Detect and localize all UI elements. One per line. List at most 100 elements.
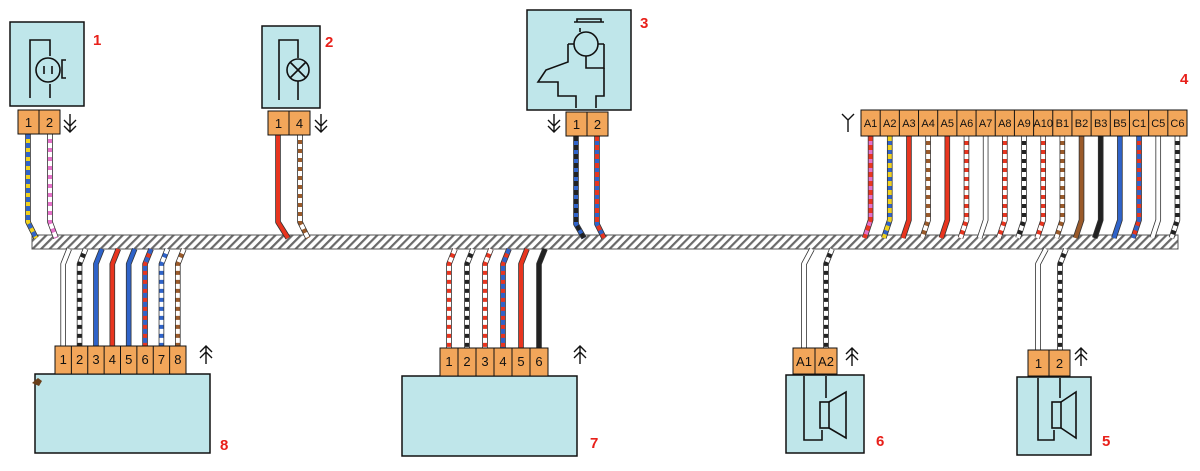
wire (1058, 248, 1068, 350)
wire (159, 248, 170, 346)
wire (1092, 136, 1103, 239)
shield-symbol (845, 347, 859, 366)
wire-stripe (465, 248, 475, 348)
component-5: 1 2 5 (1016, 347, 1110, 456)
wire-stripe (501, 248, 511, 348)
wire (595, 136, 606, 239)
component-3: 1 2 3 (526, 9, 648, 137)
wire (901, 136, 911, 239)
lamp-icon (278, 39, 310, 100)
component-8-number: 8 (220, 437, 228, 454)
pin-label: 3 (481, 354, 488, 369)
shield-symbol (573, 345, 587, 364)
wire (1150, 136, 1161, 239)
pin-label: 8 (174, 352, 181, 367)
wire-stripe (862, 136, 873, 239)
pin-label: 2 (76, 352, 83, 367)
wire (1169, 136, 1180, 239)
wire (126, 248, 137, 346)
pin-label: 1 (25, 115, 32, 130)
pin-label: B2 (1075, 118, 1088, 130)
pin-label: B3 (1094, 118, 1107, 130)
wire (1111, 136, 1122, 239)
wire-stripe (1035, 136, 1046, 239)
ground-symbol (63, 114, 77, 133)
pin-label: B1 (1056, 118, 1069, 130)
wire-stripe (824, 248, 834, 348)
pin-label: A8 (998, 118, 1011, 130)
pin-label: 6 (141, 352, 148, 367)
wire (77, 248, 88, 346)
wire (958, 136, 969, 239)
wire-stripe (574, 136, 586, 239)
pin-label: 1 (445, 354, 452, 369)
pin-label: 5 (517, 354, 524, 369)
wire-stripe (920, 136, 931, 239)
component-6-number: 6 (876, 433, 884, 450)
component-4-number: 4 (1180, 71, 1189, 88)
wire (61, 248, 72, 346)
pin-label: 2 (46, 115, 53, 130)
wire (298, 135, 310, 239)
pin-label: A5 (941, 118, 954, 130)
ground-symbol (547, 114, 561, 133)
pin-label: A6 (960, 118, 973, 130)
component-7-housing (401, 375, 578, 457)
wire (1035, 136, 1046, 239)
wire (862, 136, 873, 239)
pin-label: 1 (573, 117, 580, 132)
component-3-number: 3 (640, 15, 648, 32)
pin-label: A4 (921, 118, 934, 130)
component-6: A1 A2 6 (785, 347, 884, 454)
component-2: 1 4 2 (261, 25, 333, 136)
component-7-number: 7 (590, 435, 598, 452)
wire-stripe (298, 135, 310, 239)
wire-stripe (958, 136, 969, 239)
wire-stripe (447, 248, 457, 348)
pin-label: 7 (158, 352, 165, 367)
wire (920, 136, 931, 239)
component-1-number: 1 (93, 32, 101, 49)
wire (175, 248, 186, 346)
pin-label: 1 (1035, 356, 1042, 371)
wire (26, 134, 38, 239)
wire (1131, 136, 1142, 239)
pin-label: A10 (1033, 118, 1053, 130)
component-2-number: 2 (325, 34, 333, 51)
pin-label: 3 (92, 352, 99, 367)
wire-stripe (996, 136, 1007, 239)
speaker-icon (1037, 378, 1077, 441)
wire (110, 248, 121, 346)
wire (276, 135, 290, 240)
antenna-symbol (841, 113, 855, 132)
component-5-number: 5 (1102, 433, 1110, 450)
wire (802, 248, 814, 348)
pin-label: 6 (535, 354, 542, 369)
wire (93, 248, 104, 346)
pin-label: 5 (125, 352, 132, 367)
wire (519, 248, 529, 348)
pin-label: 2 (594, 117, 601, 132)
pin-label: 4 (296, 116, 303, 131)
wire (1036, 248, 1048, 350)
wire (996, 136, 1007, 239)
pin-label: 1 (60, 352, 67, 367)
pin-label: 4 (109, 352, 116, 367)
motor-icon (29, 39, 66, 98)
pin-label: C5 (1151, 118, 1165, 130)
pin-label: C6 (1170, 118, 1184, 130)
component-8-housing (34, 373, 211, 454)
wire (537, 248, 547, 348)
wire-stripe (48, 134, 58, 239)
wire-stripe (483, 248, 493, 348)
speaker-icon (803, 376, 847, 441)
wire (574, 136, 586, 239)
wire (881, 136, 892, 239)
